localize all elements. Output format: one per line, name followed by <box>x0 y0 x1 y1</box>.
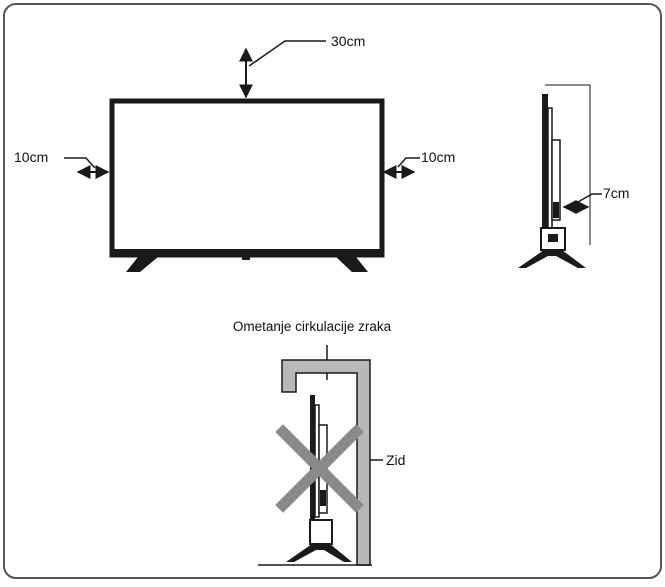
tv-right-foot <box>336 257 368 272</box>
right-clearance-leader <box>397 157 420 168</box>
tv-side-stand-base <box>518 250 586 268</box>
enclosure-wall <box>281 359 371 566</box>
tv-center-logo <box>242 256 250 260</box>
tv-bottom-bezel <box>112 249 382 257</box>
tv-side-stand-detail <box>548 234 558 242</box>
enclosed-tv-stand-neck <box>309 519 333 545</box>
tv-front-view: 30cm 10cm 10cm <box>14 33 455 272</box>
tv-side-connector <box>553 202 559 218</box>
tv-left-foot <box>126 257 158 272</box>
tv-enclosure-view: Ometanje cirkulacije zraka Zid <box>233 319 405 566</box>
diagram-frame <box>3 3 662 579</box>
tv-side-back-box <box>551 139 561 221</box>
tv-side-view: 7cm <box>518 84 629 268</box>
wall-label: Zid <box>386 452 405 468</box>
tv-side-panel <box>542 94 548 254</box>
right-clearance-label: 10cm <box>421 149 455 165</box>
enclosed-tv-stand-base <box>286 544 352 562</box>
enclosed-tv-connector <box>320 490 326 506</box>
air-circulation-title: Ometanje cirkulacije zraka <box>233 319 392 334</box>
prohibited-cross-line-2 <box>275 424 364 513</box>
top-clearance-label: 30cm <box>331 33 365 49</box>
tv-screen <box>109 98 385 258</box>
top-clearance-leader <box>248 40 326 67</box>
left-clearance-label: 10cm <box>14 149 48 165</box>
back-clearance-label: 7cm <box>603 185 629 201</box>
back-clearance-leader <box>577 193 602 203</box>
left-clearance-leader <box>64 157 96 169</box>
